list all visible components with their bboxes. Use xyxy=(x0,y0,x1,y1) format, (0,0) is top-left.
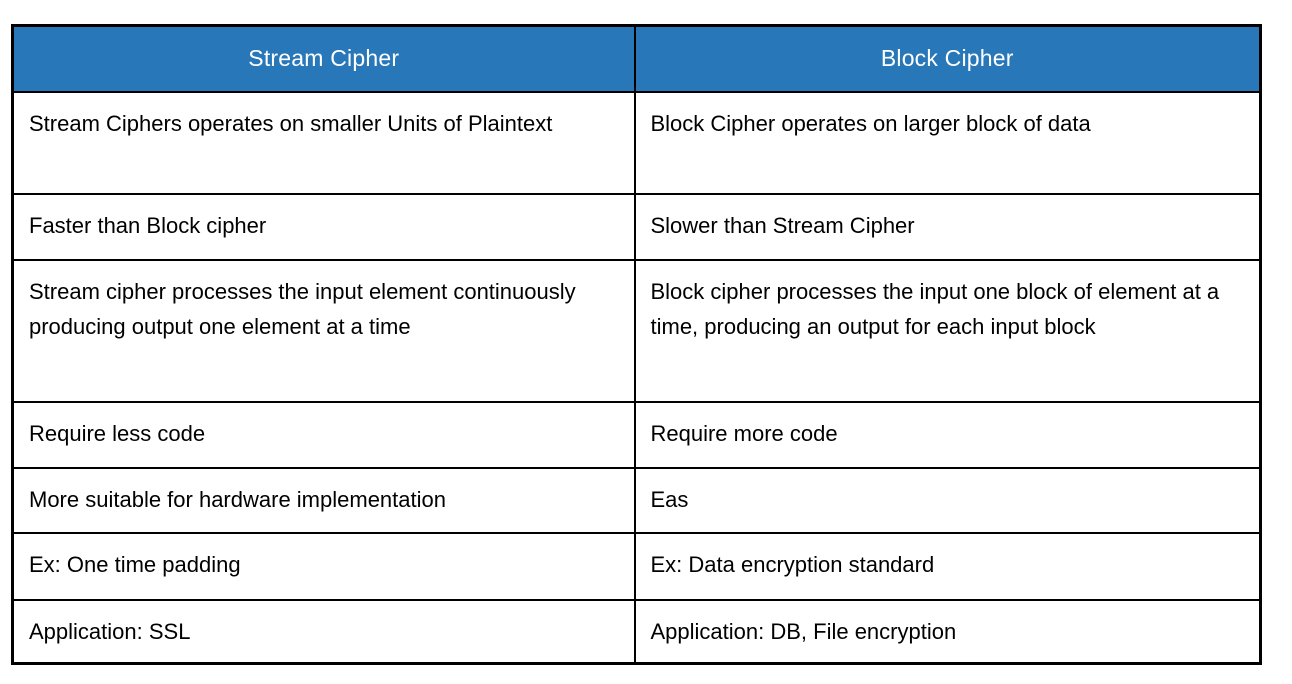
table-row: More suitable for hardware implementatio… xyxy=(11,466,1262,534)
table-cell-block-example: Ex: Data encryption standard xyxy=(633,531,1262,601)
table-cell-stream-hardware: More suitable for hardware implementatio… xyxy=(11,466,636,534)
table-cell-stream-application: Application: SSL xyxy=(11,598,636,664)
column-header-block-cipher: Block Cipher xyxy=(633,24,1262,93)
table-cell-stream-units: Stream Ciphers operates on smaller Units… xyxy=(11,90,636,195)
table-cell-stream-processing: Stream cipher processes the input elemen… xyxy=(11,258,636,403)
cipher-comparison-table: Stream Cipher Block Cipher Stream Cipher… xyxy=(11,24,1262,665)
table-row: Require less code Require more code xyxy=(11,400,1262,469)
table-cell-block-code: Require more code xyxy=(633,400,1262,469)
table-row: Stream Ciphers operates on smaller Units… xyxy=(11,90,1262,195)
table-cell-stream-speed: Faster than Block cipher xyxy=(11,192,636,261)
table-row: Application: SSL Application: DB, File e… xyxy=(11,598,1262,664)
table-cell-block-units: Block Cipher operates on larger block of… xyxy=(633,90,1262,195)
table-cell-block-application: Application: DB, File encryption xyxy=(633,598,1262,664)
table-cell-block-processing: Block cipher processes the input one blo… xyxy=(633,258,1262,403)
table-cell-block-speed: Slower than Stream Cipher xyxy=(633,192,1262,261)
column-header-stream-cipher: Stream Cipher xyxy=(11,24,636,93)
table-row: Ex: One time padding Ex: Data encryption… xyxy=(11,531,1262,601)
table-cell-stream-code: Require less code xyxy=(11,400,636,469)
table-cell-block-hardware: Eas xyxy=(633,466,1262,534)
table-row: Faster than Block cipher Slower than Str… xyxy=(11,192,1262,261)
table-row: Stream cipher processes the input elemen… xyxy=(11,258,1262,403)
table-header-row: Stream Cipher Block Cipher xyxy=(11,24,1262,93)
table-cell-stream-example: Ex: One time padding xyxy=(11,531,636,601)
